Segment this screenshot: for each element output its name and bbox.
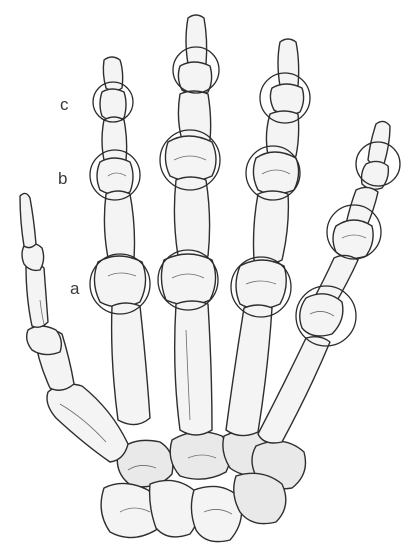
label-c: c [60,95,69,114]
label-b: b [58,169,67,188]
index-finger-bones [94,57,150,425]
label-a: a [70,279,80,298]
middle-finger-bones [161,15,216,435]
carpal-bones [101,430,305,541]
